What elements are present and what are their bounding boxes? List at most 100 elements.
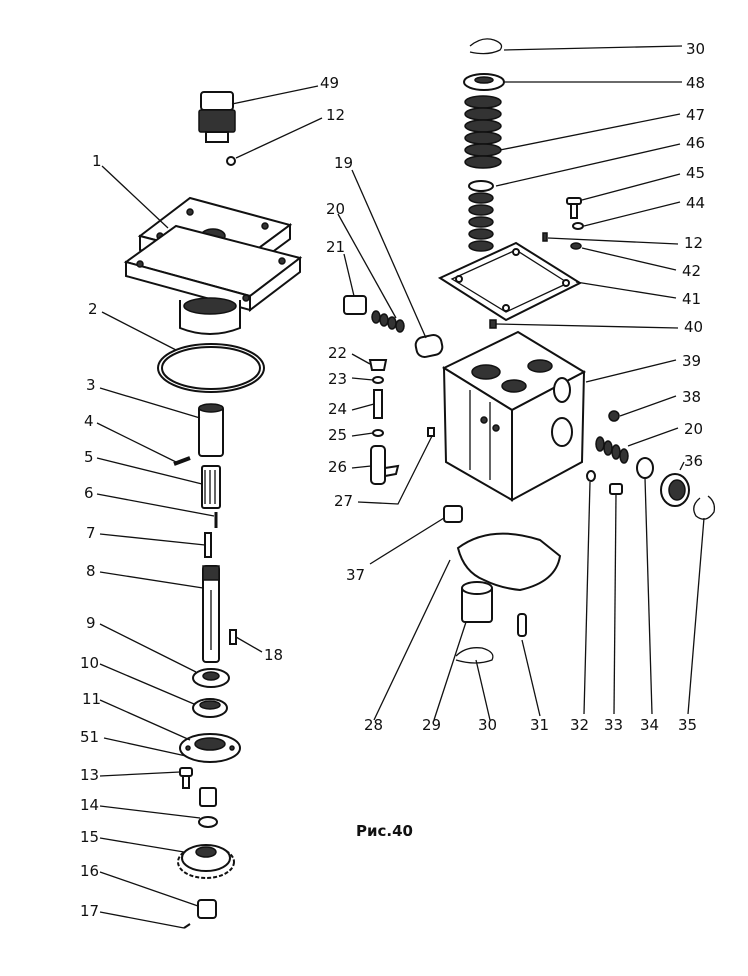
part-28-gasket	[456, 532, 562, 592]
part-1-cover	[123, 196, 303, 335]
label-19: 19	[334, 154, 353, 172]
part-34-o-ring	[636, 457, 654, 479]
label-14: 14	[80, 796, 99, 814]
part-49-fitting	[198, 91, 236, 143]
part-48-washer	[463, 73, 505, 91]
part-30-circlip-top	[469, 38, 503, 55]
label-20-middle: 20	[326, 200, 345, 218]
figure-caption: Рис.40	[356, 822, 413, 840]
label-38: 38	[682, 388, 701, 406]
label-16: 16	[80, 862, 99, 880]
part-40-pin	[489, 319, 497, 329]
part-15-gear	[177, 844, 235, 879]
part-33-plug	[609, 483, 623, 495]
part-17-pin	[183, 923, 191, 929]
part-42-washer	[570, 242, 582, 250]
part-38-ball	[608, 410, 620, 422]
label-46: 46	[686, 134, 705, 152]
label-7: 7	[86, 524, 96, 542]
label-25: 25	[328, 426, 347, 444]
label-34: 34	[640, 716, 659, 734]
part-9-bearing	[192, 668, 230, 688]
part-labels: 49 12 1 2 3 4 5 6 7 8 9 10 11 51 13 14 1…	[80, 40, 705, 920]
label-9: 9	[86, 614, 96, 632]
part-10-washer	[192, 698, 228, 718]
label-4: 4	[84, 412, 94, 430]
label-30-bottom: 30	[478, 716, 497, 734]
part-4-pin	[173, 456, 191, 466]
part-37-nut	[443, 505, 463, 523]
part-21-nut	[343, 295, 367, 315]
label-29: 29	[422, 716, 441, 734]
label-3: 3	[86, 376, 96, 394]
part-23-ring	[372, 376, 384, 384]
part-7-pin	[204, 532, 212, 558]
part-45-screw	[566, 197, 582, 219]
part-30-circlip-bottom	[455, 647, 494, 664]
label-44: 44	[686, 194, 705, 212]
label-17: 17	[80, 902, 99, 920]
part-24-pin	[373, 389, 383, 419]
label-8: 8	[86, 562, 96, 580]
label-40: 40	[684, 318, 703, 336]
label-35: 35	[678, 716, 697, 734]
part-11-flange	[179, 733, 241, 763]
label-6: 6	[84, 484, 94, 502]
label-21: 21	[326, 238, 345, 256]
part-41-gasket	[437, 241, 583, 322]
label-36: 36	[684, 452, 703, 470]
label-10: 10	[80, 654, 99, 672]
label-11: 11	[82, 690, 101, 708]
label-39: 39	[682, 352, 701, 370]
part-27-plug	[427, 427, 435, 437]
part-13-bolt	[179, 767, 193, 789]
part-36-cap	[660, 473, 690, 507]
label-24: 24	[328, 400, 347, 418]
label-1: 1	[92, 152, 102, 170]
label-42: 42	[682, 262, 701, 280]
label-41: 41	[682, 290, 701, 308]
label-20-right: 20	[684, 420, 703, 438]
label-12-top: 12	[326, 106, 345, 124]
part-31-pin	[517, 613, 527, 637]
label-48: 48	[686, 74, 705, 92]
part-32-ring	[586, 470, 596, 482]
label-30-top: 30	[686, 40, 705, 58]
label-27: 27	[334, 492, 353, 510]
label-31: 31	[530, 716, 549, 734]
part-16-nut	[197, 899, 217, 919]
part-20-spring-right	[595, 436, 629, 464]
part-12-pin	[542, 232, 548, 242]
part-20-spring-middle	[371, 310, 405, 333]
label-15: 15	[80, 828, 99, 846]
label-32: 32	[570, 716, 589, 734]
label-2: 2	[88, 300, 98, 318]
part-29-bushing	[461, 581, 493, 623]
part-12-ring-top	[226, 156, 236, 166]
label-49: 49	[320, 74, 339, 92]
label-47: 47	[686, 106, 705, 124]
part-25-ring	[372, 429, 384, 437]
part-39-housing	[441, 330, 587, 502]
part-3-bushing	[198, 403, 224, 457]
part-14-bushing	[198, 787, 218, 828]
label-23: 23	[328, 370, 347, 388]
part-47-spring	[464, 95, 502, 169]
label-22: 22	[328, 344, 347, 362]
label-33: 33	[604, 716, 623, 734]
label-5: 5	[84, 448, 94, 466]
label-12-right: 12	[684, 234, 703, 252]
label-45: 45	[686, 164, 705, 182]
leader-lines	[96, 45, 705, 929]
label-37: 37	[346, 566, 365, 584]
part-22-cap	[368, 359, 388, 371]
label-18: 18	[264, 646, 283, 664]
part-46-spring	[468, 180, 494, 252]
label-51: 51	[80, 728, 99, 746]
part-19-sleeve	[414, 334, 444, 358]
part-26-lever	[370, 445, 400, 485]
part-8-shaft	[202, 565, 220, 663]
part-35-circlip	[693, 495, 716, 520]
label-28: 28	[364, 716, 383, 734]
